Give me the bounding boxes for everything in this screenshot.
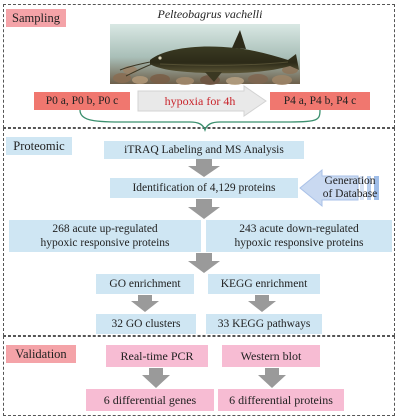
validation-panel [3,336,395,416]
hypoxia-label: hypoxia for 4h [164,94,236,108]
kegg-enrichment: KEGG enrichment [208,274,320,294]
kegg-pathways: 33 KEGG pathways [206,314,322,334]
sampling-panel [3,4,395,128]
up-regulated-proteins: 268 acute up-regulated hypoxic responsiv… [9,220,201,252]
protein-identification: Identification of 4,129 proteins [110,178,298,198]
differential-proteins: 6 differential proteins [218,389,344,411]
differential-genes: 6 differential genes [86,389,214,411]
validation-tag: Validation [6,345,76,363]
database-label-1: Generation [324,175,376,187]
species-name: Pelteobagrus vachelli [157,7,263,21]
western-blot: Western blot [222,345,320,367]
down-regulated-proteins: 243 acute down-regulated hypoxic respons… [206,220,392,252]
go-enrichment: GO enrichment [96,274,194,294]
control-samples: P0 a, P0 b, P0 c [34,92,130,110]
proteomic-panel [3,128,395,336]
up-regulated-line-1: 268 acute up-regulated [52,223,158,235]
arrow-id-to-groups [188,199,220,219]
arrow-groups-to-enrichment [188,253,220,273]
arrow-western-to-proteins [258,368,286,388]
hypoxia-samples: P4 a, P4 b, P4 c [270,92,370,110]
arrow-pcr-to-genes [142,368,170,388]
go-clusters: 32 GO clusters [96,314,196,334]
arrow-kegg-to-pathways [248,295,276,312]
sampling-tag: Sampling [6,9,66,27]
realtime-pcr: Real-time PCR [106,345,208,367]
down-regulated-line-1: 243 acute down-regulated [239,223,359,235]
itraq-labeling: iTRAQ Labeling and MS Analysis [104,141,304,159]
arrow-go-to-clusters [131,295,159,312]
arrow-labeling-to-id [188,159,220,177]
down-regulated-line-2: hypoxic responsive proteins [234,237,364,249]
database-label-2: of Database [322,188,378,200]
up-regulated-line-2: hypoxic responsive proteins [40,237,170,249]
proteomic-tag: Proteomic [6,137,72,155]
